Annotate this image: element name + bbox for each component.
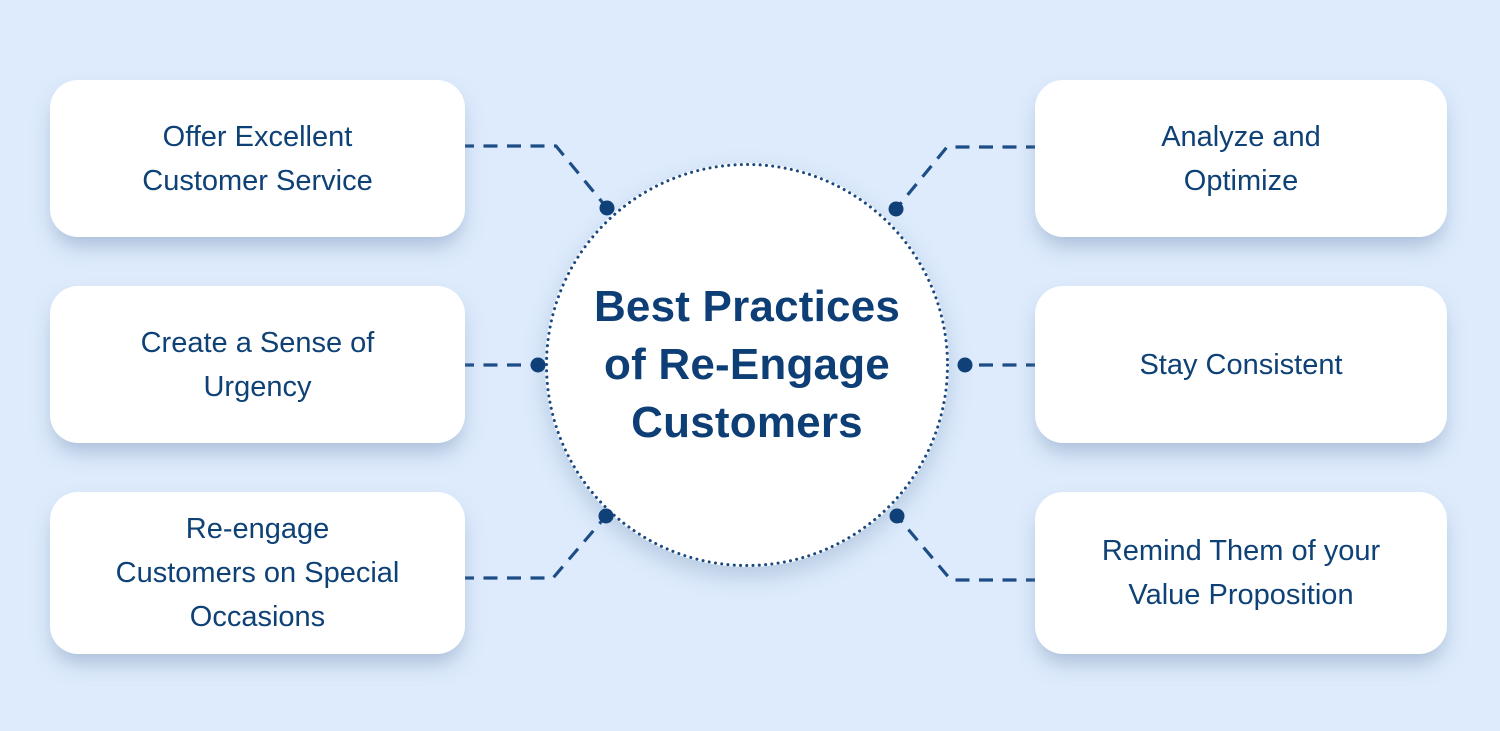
connector-dot-bottom-right: [889, 508, 905, 524]
box-remind-them-of-your-value-proposition: Remind Them of your Value Proposition: [1035, 492, 1447, 654]
box-re-engage-customers-on-special-occasions: Re-engage Customers on Special Occasions: [50, 492, 465, 654]
box-label: Stay Consistent: [1139, 348, 1343, 381]
box-offer-excellent-customer-service: Offer Excellent Customer Service: [50, 80, 465, 237]
connector-line-top-right: [894, 145, 1040, 211]
box-analyze-and-optimize: Analyze and Optimize: [1035, 80, 1447, 237]
connector-dot-middle-right: [957, 357, 973, 373]
connector-line-bottom-right: [895, 514, 1040, 582]
central-circle: Best Practices of Re-Engage Customers: [545, 163, 949, 567]
box-label: Re-engage Customers on Special Occasions: [115, 513, 400, 633]
connector-line-top-left: [460, 144, 609, 210]
connector-line-bottom-left: [460, 514, 608, 580]
connector-dot-middle-left: [530, 357, 546, 373]
box-label: Remind Them of your Value Proposition: [1101, 535, 1381, 611]
connector-dot-top-right: [888, 201, 904, 217]
box-create-a-sense-of-urgency: Create a Sense of Urgency: [50, 286, 465, 443]
box-label: Create a Sense of Urgency: [140, 326, 375, 403]
box-label: Analyze and Optimize: [1161, 120, 1321, 197]
box-stay-consistent: Stay Consistent: [1035, 286, 1447, 443]
central-title: Best Practices of Re-Engage Customers: [593, 282, 901, 447]
box-label: Offer Excellent Customer Service: [142, 120, 373, 197]
